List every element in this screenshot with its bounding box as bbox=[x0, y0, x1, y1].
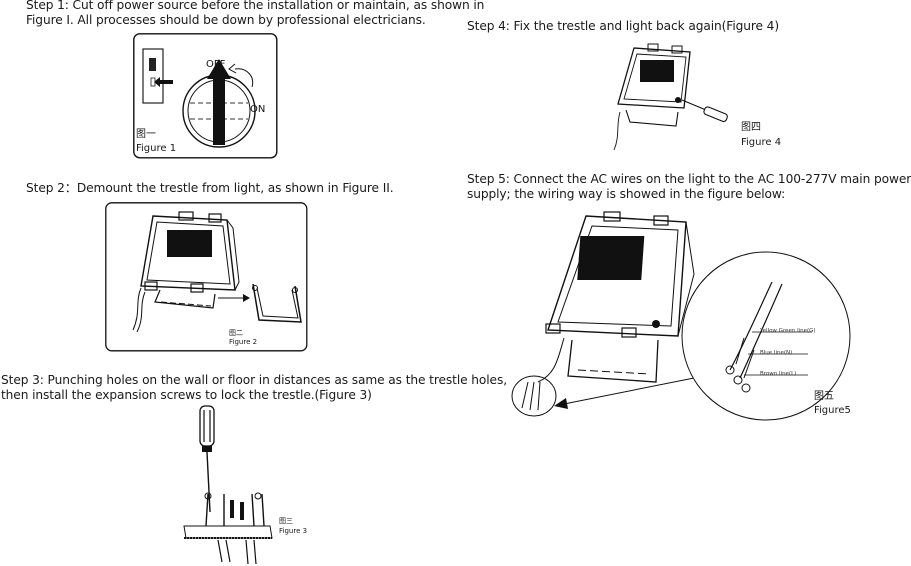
step2-text-line1: Step 2：Demount the trestle from light, a… bbox=[26, 181, 394, 195]
floodlight-icon bbox=[613, 43, 691, 151]
wire-label-blue: Blue line(N) bbox=[760, 350, 793, 356]
figure3-expansion-screws bbox=[183, 405, 273, 565]
step5-text-line2: supply; the wiring way is showed in the … bbox=[467, 187, 786, 201]
off-label: OFF bbox=[206, 59, 226, 70]
figure4-caption-cn: 图四 bbox=[741, 122, 761, 133]
step1-text-line2: Figure I. All processes should be down b… bbox=[26, 13, 426, 27]
trestle-bracket-icon bbox=[252, 283, 302, 323]
floodlight-icon bbox=[132, 211, 240, 333]
step3-text-line2: then install the expansion screws to loc… bbox=[1, 388, 372, 402]
wire-label-brown: Brown line(L) bbox=[760, 371, 797, 377]
rotary-switch-icon bbox=[182, 59, 256, 148]
figure1-caption-cn: 图一 bbox=[136, 129, 156, 140]
wire-label-yellow-green: Yellow Green line(G) bbox=[760, 328, 816, 334]
figure2-caption-en: Figure 2 bbox=[229, 338, 258, 346]
floodlight-icon bbox=[545, 211, 695, 383]
figure1-caption-en: Figure 1 bbox=[136, 143, 177, 154]
figure5-caption-cn: 图五 bbox=[814, 391, 834, 402]
figure5-wiring bbox=[511, 211, 851, 421]
step1-text-line1: Step 1: Cut off power source before the … bbox=[26, 0, 485, 12]
screwdriver-icon bbox=[199, 405, 215, 513]
step5-text-line1: Step 5: Connect the AC wires on the ligh… bbox=[467, 172, 911, 186]
screwdriver-icon bbox=[675, 97, 728, 123]
figure1-power-switch: OFF ON bbox=[133, 33, 278, 159]
wall-outlet-icon bbox=[142, 48, 173, 104]
wire-end-detail bbox=[511, 375, 557, 417]
on-label: ON bbox=[250, 104, 265, 115]
figure4-fix-back bbox=[613, 43, 728, 151]
trestle-bracket-icon bbox=[204, 492, 265, 527]
figure4-caption-en: Figure 4 bbox=[741, 137, 782, 148]
figure5-caption-en: Figure5 bbox=[814, 405, 851, 416]
figure3-caption-cn: 图三 bbox=[279, 517, 293, 525]
step3-text-line1: Step 3: Punching holes on the wall or fl… bbox=[1, 373, 507, 387]
figure2-demount-trestle bbox=[105, 202, 308, 352]
figure3-caption-en: Figure 3 bbox=[279, 527, 308, 535]
expansion-screw-icon bbox=[217, 500, 257, 565]
wire-zoom-detail bbox=[681, 251, 851, 421]
step4-text-line1: Step 4: Fix the trestle and light back a… bbox=[467, 19, 779, 33]
figure2-caption-cn: 图二 bbox=[229, 329, 243, 337]
